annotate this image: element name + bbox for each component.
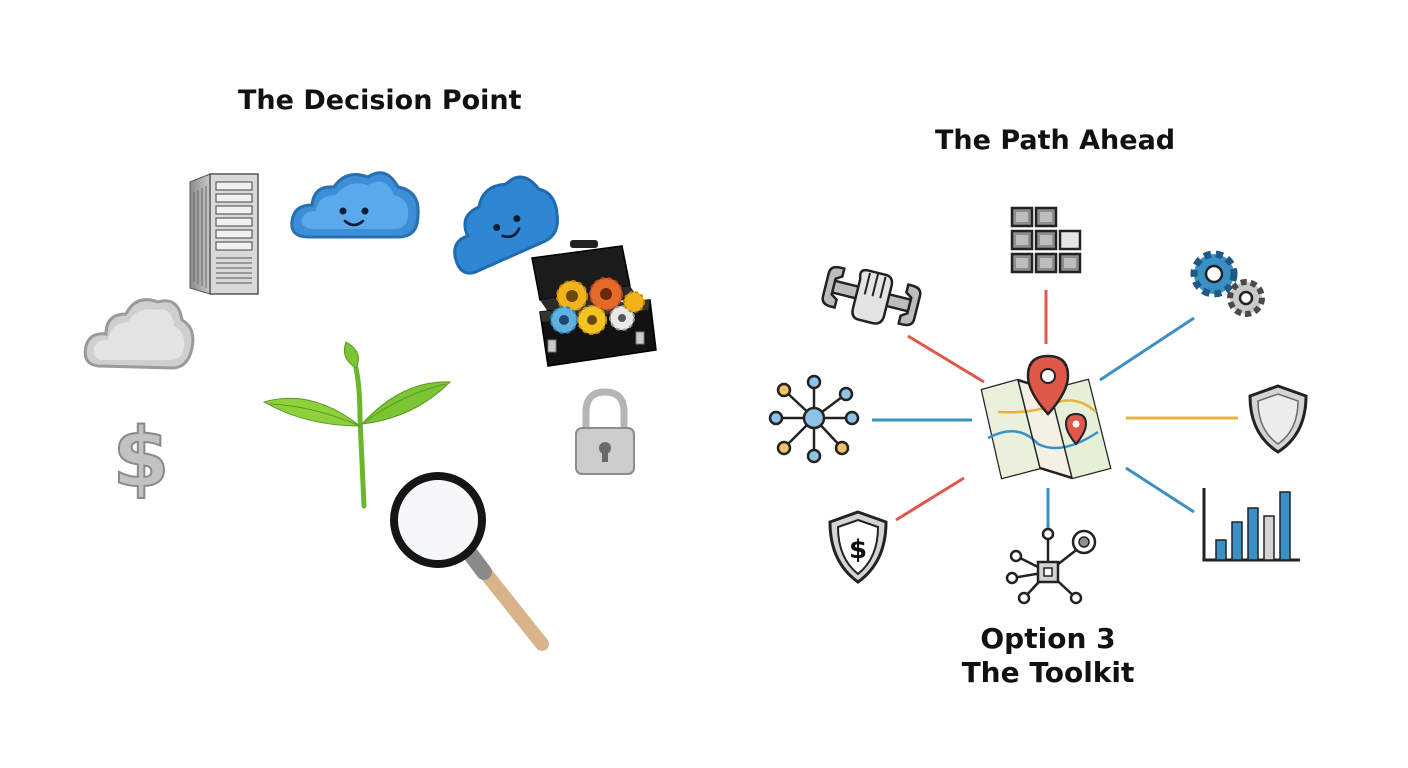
path-ahead-title: The Path Ahead — [935, 125, 1176, 156]
svg-text:$: $ — [849, 535, 867, 565]
bar-chart-icon — [1202, 488, 1300, 562]
dollar-sign-icon: $ — [111, 410, 170, 507]
padlock-icon — [575, 388, 635, 475]
option-name: The Toolkit — [961, 656, 1135, 689]
svg-text:$: $ — [112, 411, 169, 506]
connector-top-right — [1099, 316, 1195, 382]
dollar-shield-icon: $ — [828, 510, 888, 584]
grey-cloud-icon — [83, 298, 195, 370]
toolbox-gears-icon — [531, 240, 657, 367]
decision-point-title: The Decision Point — [238, 85, 522, 116]
connector-top-left — [907, 334, 985, 384]
option-number: Option 3 — [980, 622, 1116, 655]
gears-icon — [1190, 250, 1265, 317]
connector-bottom-right — [1125, 466, 1195, 514]
network-node-icon — [768, 374, 860, 464]
blue-cloud-icon — [290, 171, 420, 239]
map-pin-icon — [980, 354, 1112, 480]
sprout-icon — [262, 341, 452, 509]
grid-blocks-icon — [1010, 206, 1082, 274]
magnifying-glass-icon — [390, 472, 549, 651]
server-rack-icon — [189, 173, 259, 295]
chip-network-icon — [1005, 527, 1097, 605]
connector-bottom-left — [895, 476, 965, 522]
option-label-block: Option 3 The Toolkit — [958, 622, 1138, 690]
blue-cloud-tilted-icon — [453, 175, 559, 275]
wrench-hand-icon — [821, 265, 922, 327]
shield-icon — [1248, 384, 1308, 454]
